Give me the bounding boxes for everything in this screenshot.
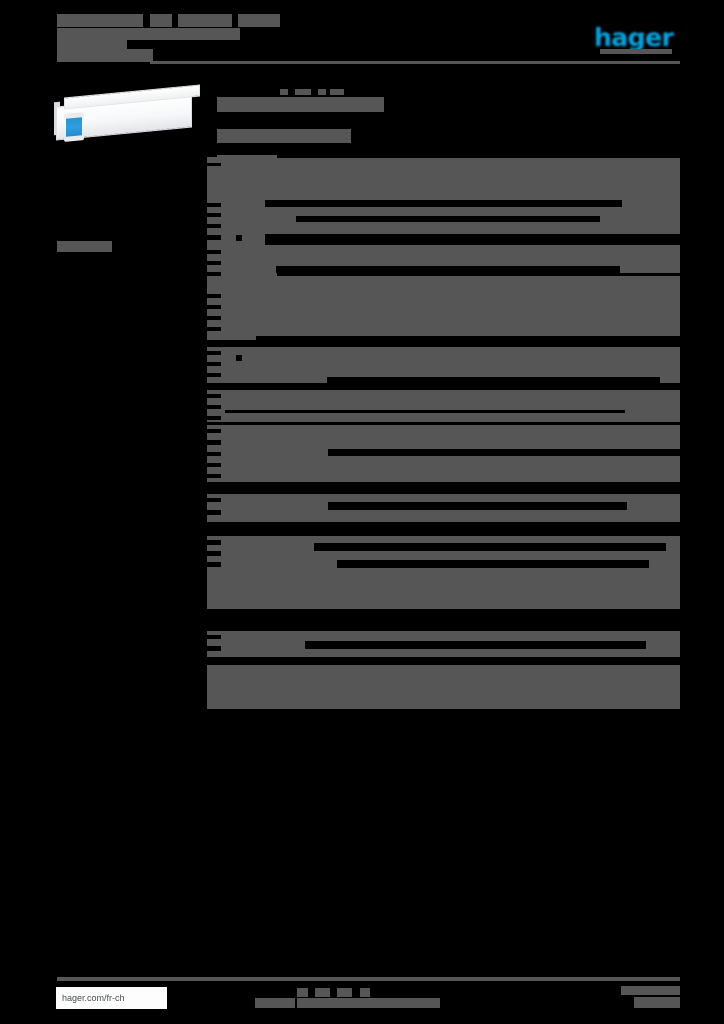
footer-divider-rule: [57, 977, 680, 981]
footer-center-segment: [315, 988, 330, 997]
header-title-segment: [178, 14, 232, 27]
header-title-segment: [238, 14, 280, 27]
product-blue-clip: [66, 113, 82, 141]
eyebrow-segment: [295, 89, 311, 95]
eyebrow-segment: [280, 89, 288, 95]
header-subtitle-segment: [57, 49, 153, 62]
product-subheading: [217, 129, 351, 143]
logo-underline: [600, 49, 672, 54]
footer-url[interactable]: hager.com/fr-ch: [62, 993, 125, 1003]
product-heading: [217, 97, 384, 112]
footer-url-box[interactable]: hager.com/fr-ch: [56, 987, 167, 1009]
footer-right-segment: [621, 986, 680, 995]
eyebrow-segment: [318, 89, 326, 95]
spec-block: [207, 390, 680, 422]
left-column-caption: [57, 241, 112, 252]
spec-block: [207, 665, 680, 709]
footer-center-segment: [255, 998, 295, 1008]
header-subtitle-mark: [170, 33, 179, 39]
footer-center-segment: [337, 988, 352, 997]
header-divider-rule: [150, 61, 680, 64]
header-subtitle-segment: [57, 28, 240, 40]
header-title-segment: [150, 14, 172, 27]
footer-center-segment: [297, 988, 308, 997]
footer-center-segment: [360, 988, 370, 997]
hager-logo[interactable]: hager: [594, 23, 674, 52]
footer-center-segment: [297, 998, 440, 1008]
product-image: [54, 84, 200, 146]
eyebrow-segment: [330, 89, 344, 95]
footer-page-number: [634, 997, 680, 1008]
spec-block: [207, 300, 680, 340]
header-title-segment: [57, 14, 143, 27]
